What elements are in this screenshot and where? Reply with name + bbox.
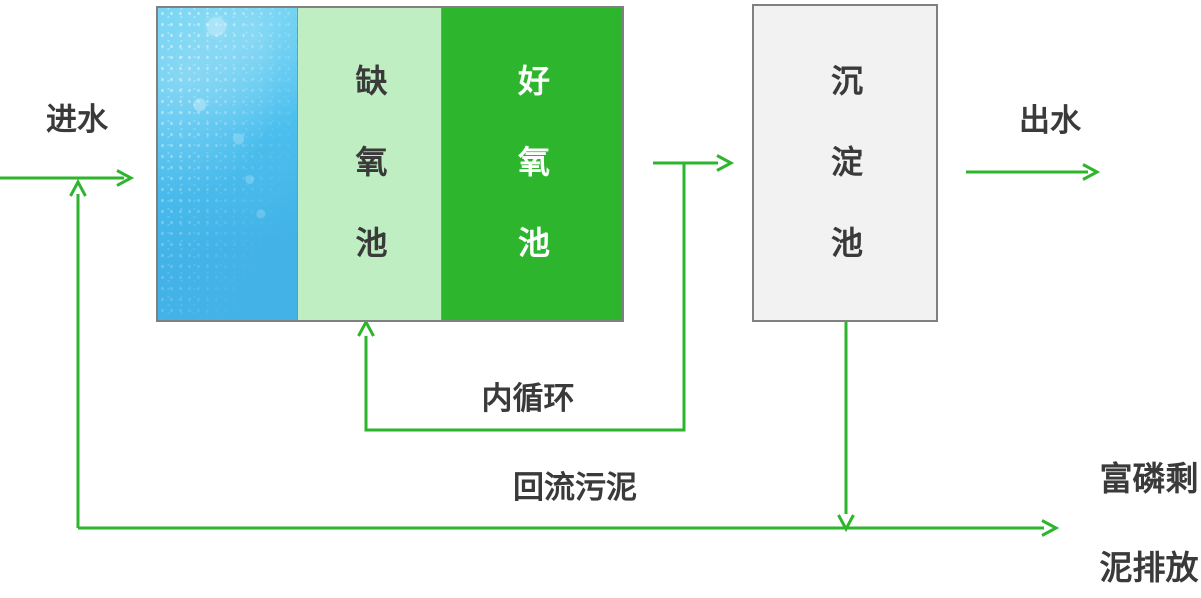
influent-label: 进水 [46,102,108,137]
return-sludge-up-arrowhead [69,178,87,197]
internal-recycle-loop-line [364,163,686,432]
sludge-discharge-label-line1: 富磷剩 [1099,460,1199,497]
aerobic-tank: 好氧池 [441,8,622,320]
aeration-water-photo-section [158,8,297,320]
influent-arrowhead [116,169,135,187]
settling-sludge-down-arrowhead [837,514,855,533]
internal-recycle-label: 内循环 [481,381,575,416]
biological-tank-group: 缺氧池 好氧池 [156,6,624,322]
aerobic-outlet-arrowhead [716,154,735,172]
anoxic-tank-label: 缺氧池 [351,64,388,307]
effluent-label: 出水 [1019,103,1081,138]
sludge-discharge-label: 富磷剩 泥排放 [1096,460,1201,587]
sludge-discharge-label-line2: 泥排放 [1099,549,1199,587]
aerobic-tank-label: 好氧池 [514,64,550,307]
sludge-discharge-arrowhead [1041,519,1060,537]
settling-tank-label: 沉淀池 [827,64,863,307]
anoxic-tank: 缺氧池 [297,8,441,320]
return-sludge-label: 回流污泥 [513,470,637,505]
internal-recycle-up-arrowhead [357,318,375,337]
settling-tank: 沉淀池 [752,4,938,322]
effluent-arrowhead [1082,163,1101,181]
